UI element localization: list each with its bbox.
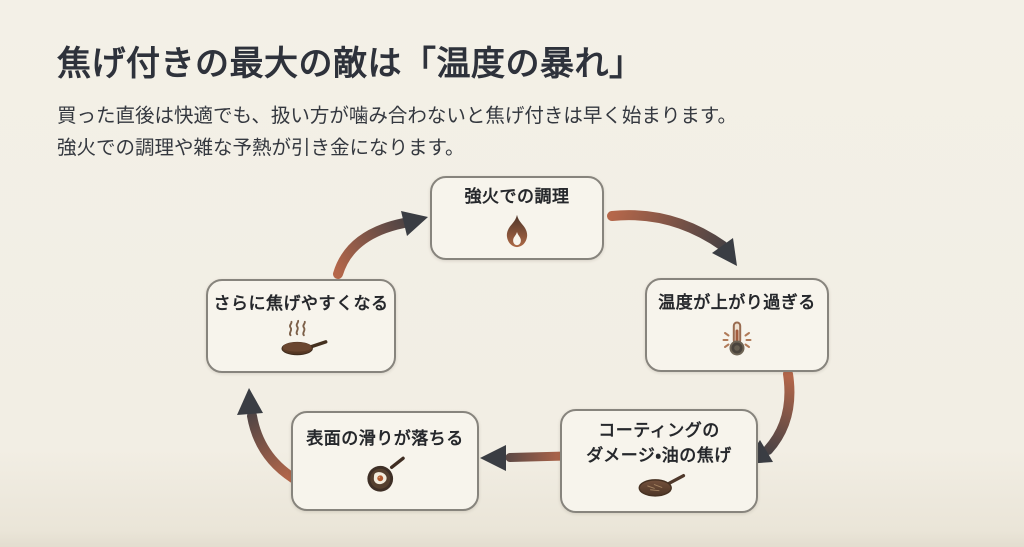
page-title: 焦げ付きの最大の敵は「温度の暴れ」	[57, 45, 644, 83]
node-label: 表面の滑りが落ちる	[306, 429, 464, 449]
node-label: 温度が上がり過ぎる	[658, 293, 816, 313]
cycle-node-coating-damage: コーティングの ダメージ・油の焦げ	[560, 409, 758, 513]
cycle-node-surface-slip-loss: 表面の滑りが落ちる	[291, 411, 479, 511]
scratched-pan-icon	[638, 474, 686, 497]
arrow-top-to-right	[607, 210, 737, 266]
arrow-bottom-left-to-left	[237, 388, 298, 483]
node-label: さらに焦げやすくなる	[213, 294, 389, 314]
subtitle: 買った直後は快適でも、扱い方が噛み合わないと焦げ付きは早く始まります。 強火での…	[57, 101, 877, 164]
node-label-line-1: コーティングの	[598, 420, 720, 440]
subtitle-line-1: 買った直後は快適でも、扱い方が噛み合わないと焦げ付きは早く始まります。	[57, 105, 737, 127]
thermometer-icon	[722, 321, 752, 356]
flame-icon	[506, 214, 528, 247]
subtitle-line-2: 強火での調理や雑な予熱が引き金になります。	[57, 136, 465, 159]
node-label: 強火での調理	[464, 187, 570, 207]
node-label-line-2: ダメージ・油の焦げ	[586, 446, 732, 465]
header: 焦げ付きの最大の敵は「温度の暴れ」 買った直後は快適でも、扱い方が噛み合わないと…	[57, 36, 877, 164]
fried-egg-pan-icon	[367, 456, 405, 492]
cycle-node-temperature-overshoot: 温度が上がり過ぎる	[645, 278, 829, 372]
smoking-pan-icon	[281, 319, 328, 355]
arrow-left-to-top	[333, 211, 428, 279]
arrow-bottom-right-to-bottom-left	[480, 445, 571, 471]
cycle-node-high-heat-cooking: 強火での調理	[430, 176, 604, 260]
cycle-node-burns-more-easily: さらに焦げやすくなる	[206, 279, 396, 373]
